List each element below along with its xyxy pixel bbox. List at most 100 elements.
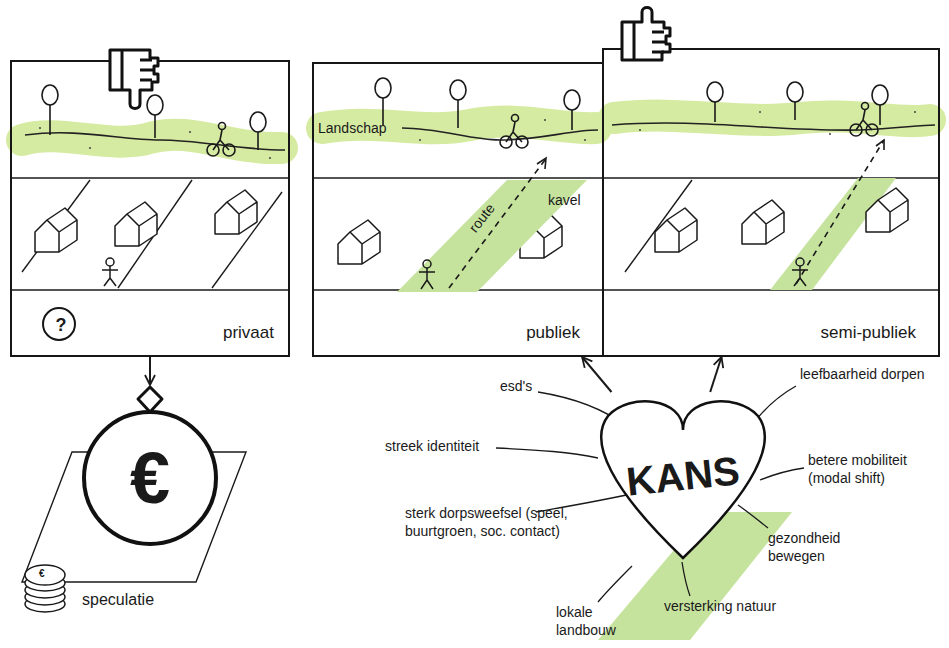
house [215,190,257,234]
tree [794,101,796,120]
scenario-panel: publiek route [312,62,604,357]
annotation-label: esd's [500,378,532,396]
person [102,266,118,286]
annotation-label: speculatie [82,590,154,610]
person [792,266,808,286]
question-bubble: ? [42,307,76,341]
landscape-dots [759,111,761,113]
thumb-down [110,50,158,109]
cyclist [207,103,878,157]
node-text: semi-publiek [821,323,916,343]
node-text: privaat [223,323,274,343]
landscape-dots [584,139,586,141]
thumb-up [652,32,666,52]
annotation-label: streek identiteit [385,438,479,456]
tree [787,82,803,102]
annotation-label: Landschap [318,120,387,138]
heart-outline [601,401,765,558]
landscape-dots [89,147,91,149]
tree [154,114,156,138]
tree [49,104,51,135]
person-body [419,268,435,289]
cyclist [862,103,869,110]
leader-line [756,386,796,420]
cyclist [856,110,872,130]
tree [564,90,580,110]
person [106,258,114,266]
tree [457,99,459,128]
tree [571,109,573,130]
coin-stack [25,565,65,585]
arrow-connector [710,357,721,392]
scenario-panel: semi-publiek [602,48,940,357]
leader-line [682,562,690,596]
landscape-band [22,116,930,149]
street-line [312,177,603,179]
thumb-up [633,22,636,60]
landscape-band [22,135,282,148]
lane-fill [397,180,587,292]
landscape-dots [544,119,546,121]
tree [42,85,58,105]
landscape-dots [39,111,916,159]
cyclist [213,130,229,150]
tree [42,78,888,150]
arrow-connector [149,357,151,385]
annotation-label: gezondheid bewegen [768,530,868,565]
landscape-path [402,128,598,140]
plot-line [22,180,90,272]
cyclist [512,115,519,122]
landscape-dots [639,129,641,131]
tree [450,80,466,100]
house [655,208,697,252]
coin-stack [25,565,65,612]
scenario-panel: privaat? [10,60,290,357]
tree [375,78,391,98]
route-line [449,160,545,288]
public-lane: route [397,152,587,294]
node-text: ? [56,315,67,337]
annotation-label: betere mobiliteit (modal shift) [808,452,938,487]
node-text: € [130,435,170,521]
annotation-label: € [39,568,45,581]
leader-line [598,566,632,602]
leader-line [496,448,598,458]
annotation-label: sterk dorpsweefsel (speel, buurtgroen, s… [405,505,640,540]
landscape-path [25,123,935,150]
landscape-dots [189,131,191,133]
house [742,200,784,244]
leader-line [738,505,768,528]
bag-knot [138,387,162,412]
thumb-down [121,50,124,90]
semi-public-lane [770,178,896,290]
annotation-label: leefbaarheid dorpen [800,366,925,384]
house [866,188,908,232]
person-head [423,260,431,268]
tree [714,101,716,122]
street-line [10,177,290,179]
landscape-band [614,116,930,122]
landscape-dots [419,139,421,141]
annotation-label: versterking natuur [664,598,776,616]
lane-shape [397,152,587,294]
cyclist [219,123,226,130]
opportunity-heart: KANS [588,392,778,562]
plot-line [22,180,692,288]
annotation-label: lokale landbouw [556,604,636,639]
landscape-dots [269,157,271,159]
person [796,258,804,266]
landscape-dots [914,111,916,113]
thumb-down [110,50,158,109]
thumb-up [622,8,670,61]
node-text: publiek [526,323,580,343]
house [115,202,157,246]
tree [879,104,881,125]
landscape-path [612,123,935,130]
leader-line [496,386,804,602]
cyclist [506,122,522,142]
tree [147,95,163,115]
thumb-up [622,8,670,61]
leader-line [760,468,804,480]
thumb-down [140,60,154,80]
